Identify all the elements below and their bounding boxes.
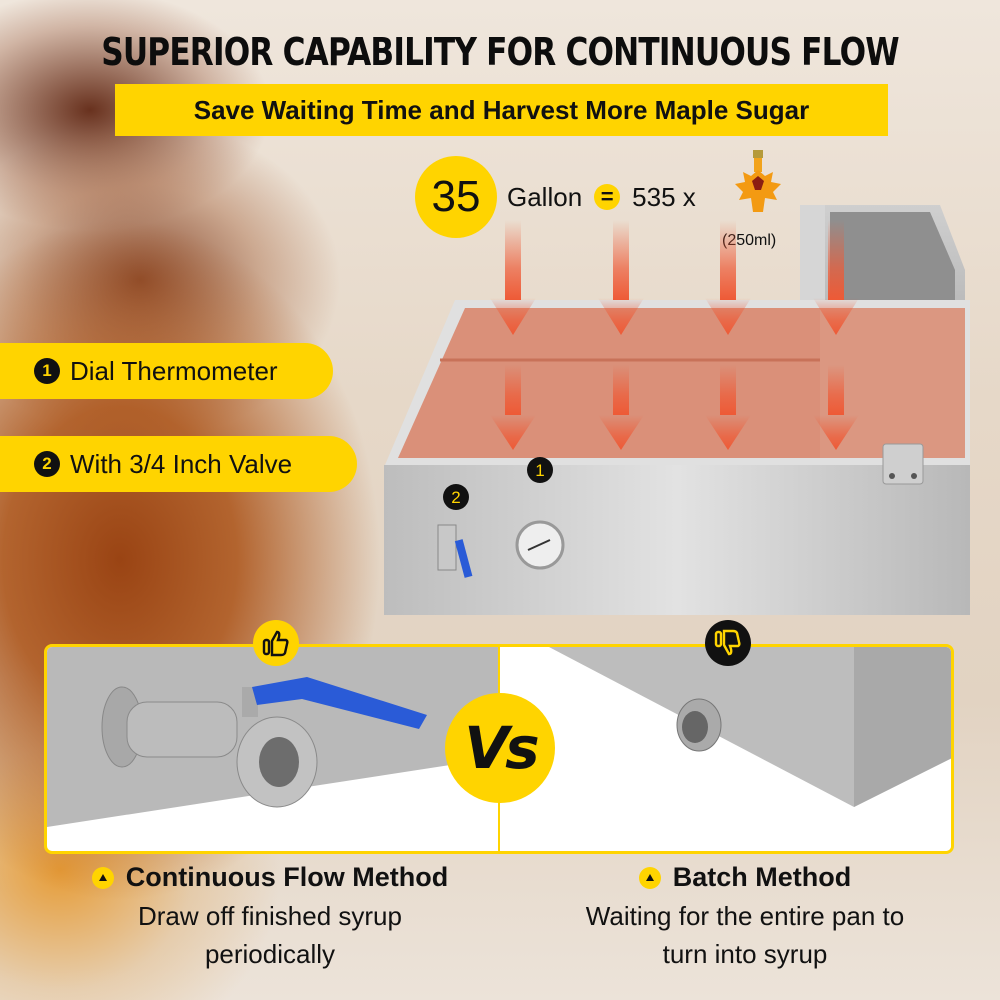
description-line: Draw off finished syrup (138, 901, 402, 931)
method-description: Waiting for the entire pan to turn into … (535, 897, 955, 973)
method-title: Batch Method (672, 862, 852, 892)
method-title: Continuous Flow Method (125, 862, 449, 892)
versus-badge: Vs (445, 693, 555, 803)
page-title: SUPERIOR CAPABILITY FOR CONTINUOUS FLOW (101, 30, 899, 74)
svg-text:2: 2 (451, 488, 460, 507)
evaporator-pan-illustration: 1 2 (380, 200, 980, 620)
maple-syrup-bottle-icon (733, 150, 783, 220)
description-line: periodically (204, 939, 336, 969)
description-line: turn into syrup (662, 939, 828, 969)
triangle-up-icon (91, 866, 114, 889)
capacity-badge: 35 (415, 156, 497, 238)
bottle-count: 535 x (632, 181, 696, 212)
description-line: Waiting for the entire pan to (585, 901, 905, 931)
subtitle-banner: Save Waiting Time and Harvest More Maple… (115, 84, 888, 136)
equals-icon: = (594, 184, 621, 210)
subtitle-text: Save Waiting Time and Harvest More Maple… (193, 94, 810, 125)
continuous-flow-method: Continuous Flow Method Draw off finished… (60, 862, 480, 973)
capacity-unit: Gallon (507, 181, 583, 212)
feature-label: Dial Thermometer (70, 355, 278, 386)
capacity-value: 35 (431, 172, 481, 221)
feature-label: With 3/4 Inch Valve (70, 448, 293, 479)
feature-thermometer: 1 Dial Thermometer (0, 343, 333, 399)
feature-number-2: 2 (34, 451, 60, 477)
capacity-row: 35 Gallon = 535 x (415, 156, 696, 238)
thumbs-down-icon (705, 620, 751, 666)
feature-number-1: 1 (34, 358, 60, 384)
triangle-up-icon (638, 866, 661, 889)
feature-valve: 2 With 3/4 Inch Valve (0, 436, 357, 492)
batch-method: Batch Method Waiting for the entire pan … (535, 862, 955, 973)
method-description: Draw off finished syrup periodically (60, 897, 480, 973)
batch-method-photo (499, 647, 951, 851)
thumbs-up-icon (253, 620, 299, 666)
svg-text:1: 1 (535, 461, 544, 480)
versus-label: Vs (464, 714, 539, 782)
continuous-flow-photo (47, 647, 502, 851)
